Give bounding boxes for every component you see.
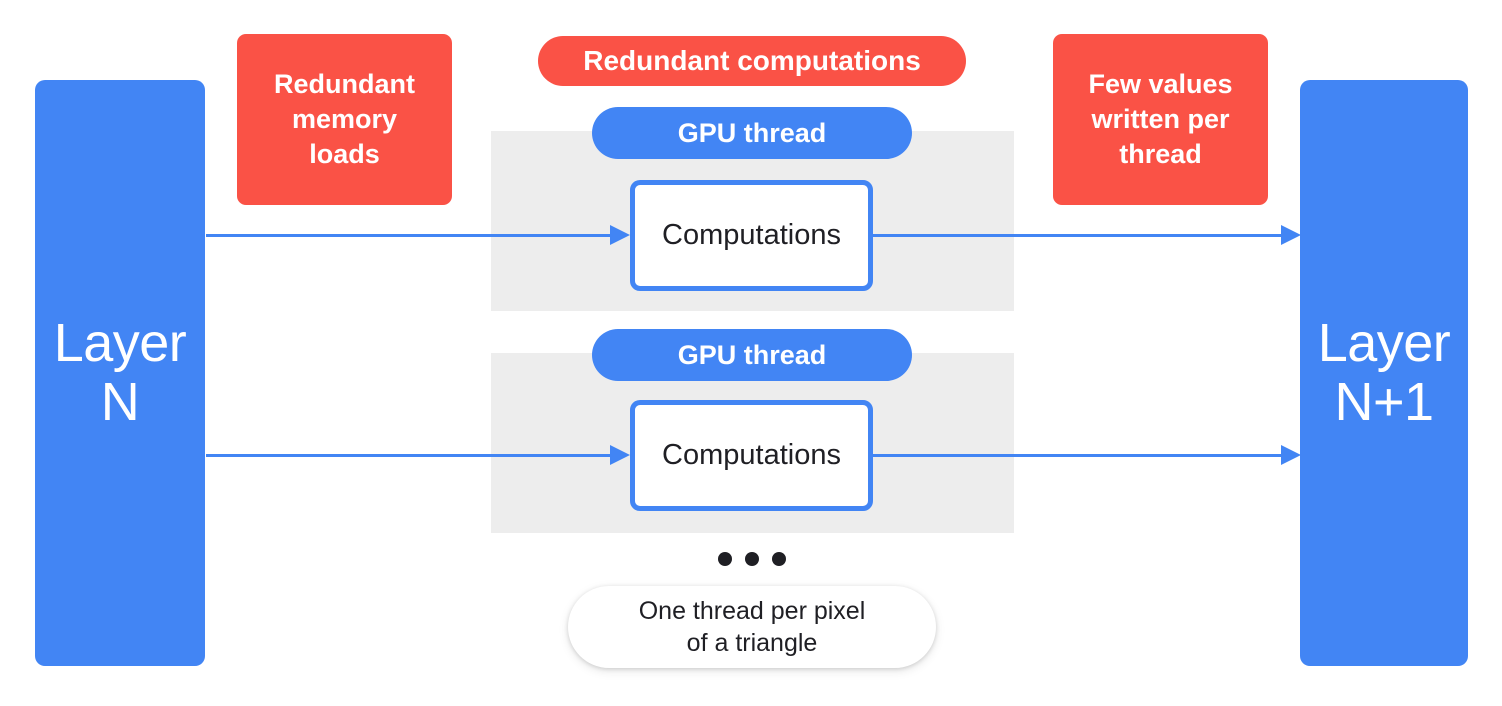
- layer-n-block: Layer N: [35, 80, 205, 666]
- callout-redundant-computations-label: Redundant computations: [583, 45, 921, 76]
- computations-box-2-label: Computations: [662, 439, 841, 471]
- callout-redundant-memory-loads-label: Redundant memory loads: [274, 68, 415, 170]
- gpu-thread-pill-2-label: GPU thread: [677, 339, 827, 370]
- layer-n-plus-1-block: Layer N+1: [1300, 80, 1468, 666]
- callout-redundant-computations: Redundant computations: [538, 36, 966, 86]
- thread-note-pill: One thread per pixel of a triangle: [568, 586, 936, 668]
- gpu-thread-pill-1-label: GPU thread: [677, 117, 827, 148]
- arrow-head-icon: [1281, 445, 1301, 465]
- computations-box-1: Computations: [630, 180, 873, 291]
- layer-n-plus-1-label: Layer N+1: [1317, 312, 1451, 432]
- thread-note-pill-label: One thread per pixel of a triangle: [638, 597, 866, 657]
- layer-n-label: Layer N: [53, 312, 187, 432]
- computations-box-1-label: Computations: [662, 219, 841, 251]
- callout-few-values-written-per-thread-label: Few values written per thread: [1088, 68, 1233, 170]
- computations-box-2: Computations: [630, 400, 873, 511]
- gpu-thread-pill-2: GPU thread: [592, 329, 912, 381]
- arrow-head-icon: [1281, 225, 1301, 245]
- callout-redundant-memory-loads: Redundant memory loads: [237, 34, 452, 205]
- callout-few-values-written-per-thread: Few values written per thread: [1053, 34, 1268, 205]
- gpu-thread-pill-1: GPU thread: [592, 107, 912, 159]
- ellipsis-dots-icon: [718, 551, 786, 567]
- ellipsis-dot-icon: [772, 552, 786, 566]
- ellipsis-dot-icon: [745, 552, 759, 566]
- ellipsis-dot-icon: [718, 552, 732, 566]
